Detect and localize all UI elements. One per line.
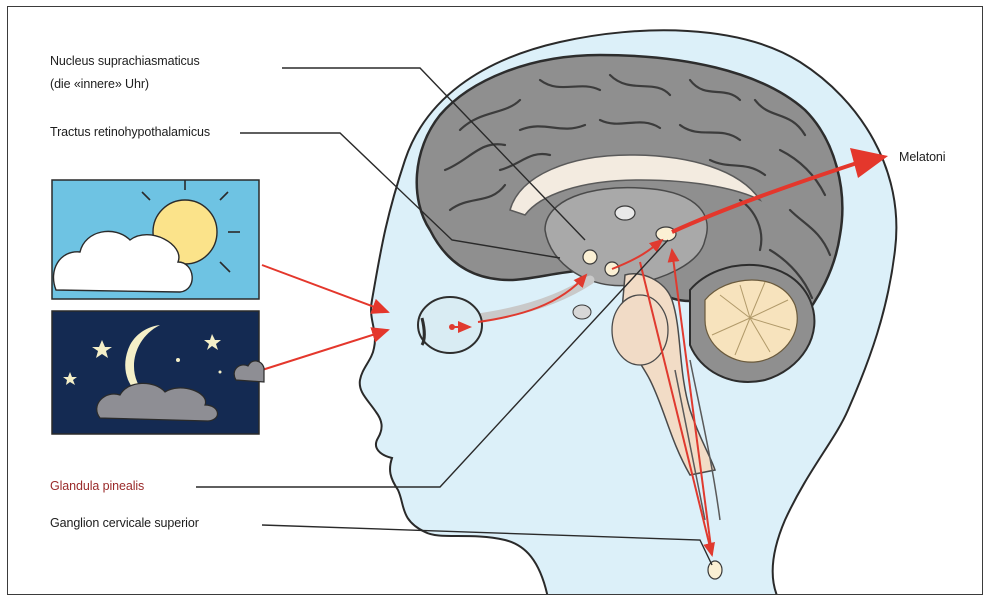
- label-tractus-retinohypothalamicus: Tractus retinohypothalamicus: [50, 125, 210, 139]
- label-innere-uhr: (die «innere» Uhr): [50, 77, 149, 91]
- label-melatonin: Melatoni: [899, 150, 945, 164]
- pituitary: [573, 305, 591, 319]
- night-panel: [52, 311, 264, 434]
- pons: [612, 295, 668, 365]
- day-light-arrow: [262, 265, 388, 312]
- pineal-gland: [656, 227, 676, 241]
- eye: [418, 297, 482, 353]
- cerebellum-arbor: [705, 280, 797, 362]
- scn-nucleus: [583, 250, 597, 264]
- ganglion-cervicale: [708, 561, 722, 579]
- day-panel: [52, 180, 259, 299]
- label-glandula-pinealis: Glandula pinealis: [50, 479, 144, 493]
- label-ganglion-cervicale-superior: Ganglion cervicale superior: [50, 516, 199, 530]
- label-nucleus-suprachiasmaticus: Nucleus suprachiasmaticus: [50, 54, 200, 68]
- thalamus-nucleus: [615, 206, 635, 220]
